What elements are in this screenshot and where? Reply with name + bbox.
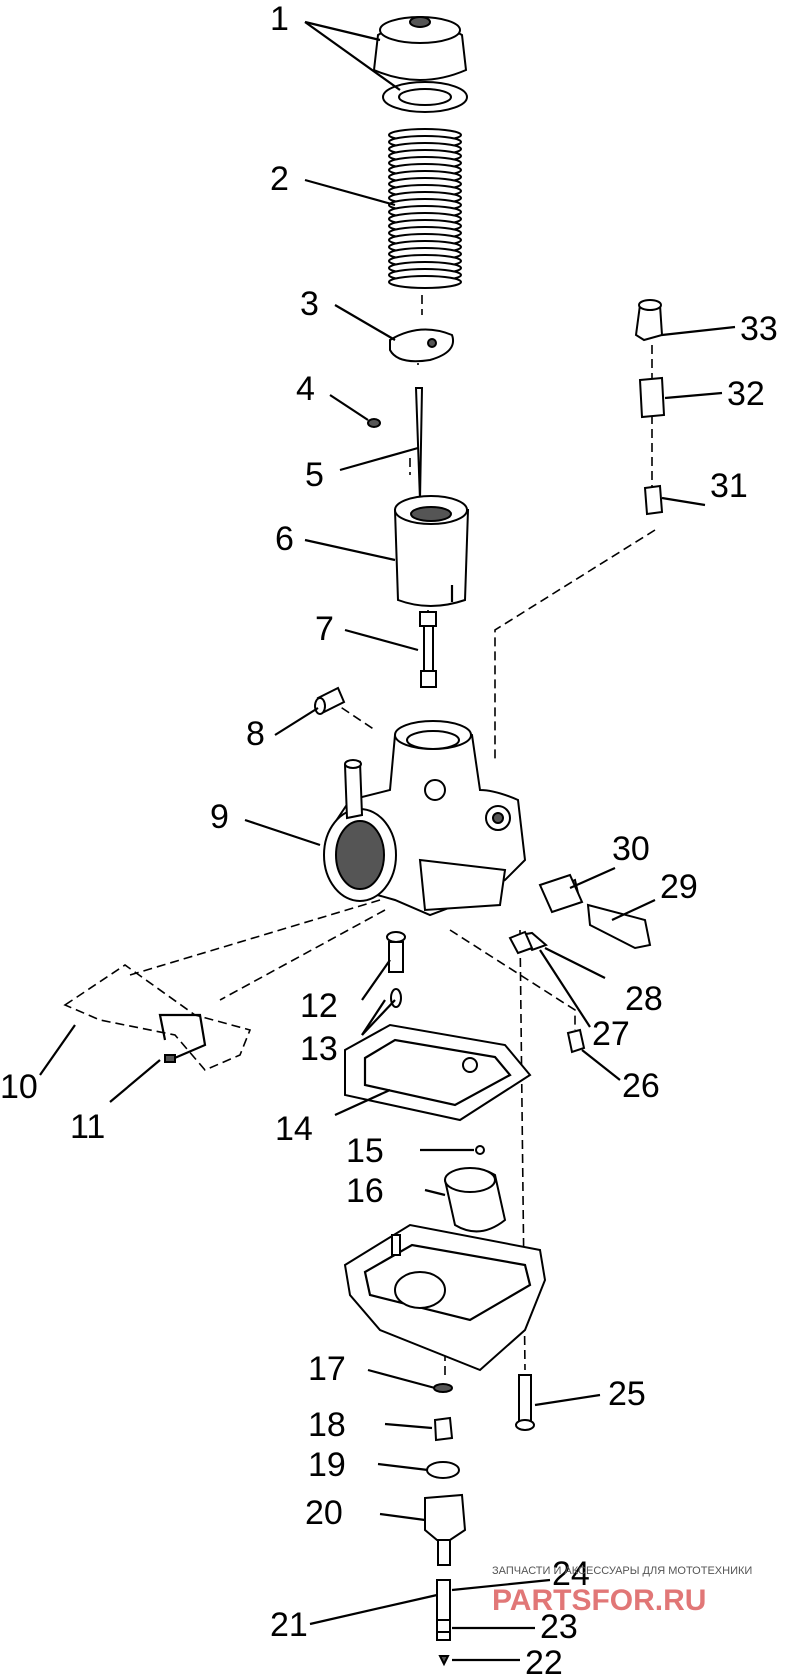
label-5: 5: [305, 456, 324, 494]
part-plate: [389, 328, 454, 363]
part-main-jet: [386, 931, 406, 1008]
label-22: 22: [525, 1644, 563, 1676]
label-10: 10: [0, 1068, 38, 1106]
part-choke-plunger: [634, 299, 666, 516]
label-16: 16: [346, 1172, 384, 1210]
label-15: 15: [346, 1132, 384, 1170]
part-float-bowl: [343, 1223, 547, 1372]
part-throttle-stop: [508, 873, 652, 1054]
label-21: 21: [270, 1606, 308, 1644]
label-27: 27: [592, 1015, 630, 1053]
part-ball: [475, 1145, 485, 1155]
part-clip: [367, 418, 381, 428]
part-float: [443, 1167, 507, 1233]
part-spring: [388, 128, 462, 289]
watermark-brand: PARTSFOR.RU: [492, 1584, 706, 1617]
part-plug: [314, 686, 346, 715]
label-20: 20: [305, 1494, 343, 1532]
label-29: 29: [660, 868, 698, 906]
label-18: 18: [308, 1406, 346, 1444]
label-1: 1: [270, 0, 289, 38]
part-carburetor-body: [323, 720, 527, 917]
label-25: 25: [608, 1375, 646, 1413]
part-pilot-screw: [419, 611, 437, 688]
label-17: 17: [308, 1350, 346, 1388]
part-gasket: [344, 1023, 532, 1122]
label-11: 11: [70, 1108, 105, 1146]
label-30: 30: [612, 830, 650, 868]
callout-labels: 1 2 3 4 5 6 7 8 9 10 11 12 13 14 15 16 1…: [0, 0, 778, 1676]
leader-lines: [39, 20, 736, 1662]
label-13: 13: [300, 1030, 338, 1068]
label-19: 19: [308, 1446, 346, 1484]
part-needle-jet: [436, 1579, 451, 1667]
label-7: 7: [315, 610, 334, 648]
label-3: 3: [300, 285, 319, 323]
watermark-tagline: ЗАПЧАСТИ И АКСЕССУАРЫ ДЛЯ МОТОТЕХНИКИ: [492, 1565, 752, 1577]
label-32: 32: [727, 375, 765, 413]
label-6: 6: [275, 520, 294, 558]
label-24: 24: [552, 1555, 590, 1593]
label-14: 14: [275, 1110, 313, 1148]
label-31: 31: [710, 467, 748, 505]
part-long-screw: [515, 1374, 535, 1431]
part-needle: [414, 387, 424, 501]
label-2: 2: [270, 160, 289, 198]
label-28: 28: [625, 980, 663, 1018]
label-8: 8: [246, 715, 265, 753]
part-drain-stack: [424, 1383, 467, 1566]
watermark: ЗАПЧАСТИ И АКСЕССУАРЫ ДЛЯ МОТОТЕХНИКИ PA…: [492, 1565, 752, 1617]
label-33: 33: [740, 310, 778, 348]
part-cap: [372, 16, 468, 113]
label-12: 12: [300, 987, 338, 1025]
part-throttle-valve: [393, 495, 470, 607]
label-9: 9: [210, 798, 229, 836]
label-4: 4: [296, 370, 315, 408]
label-23: 23: [540, 1608, 578, 1646]
label-26: 26: [622, 1067, 660, 1105]
spring-coil: [388, 275, 462, 289]
part-vent-tube: [63, 964, 252, 1071]
